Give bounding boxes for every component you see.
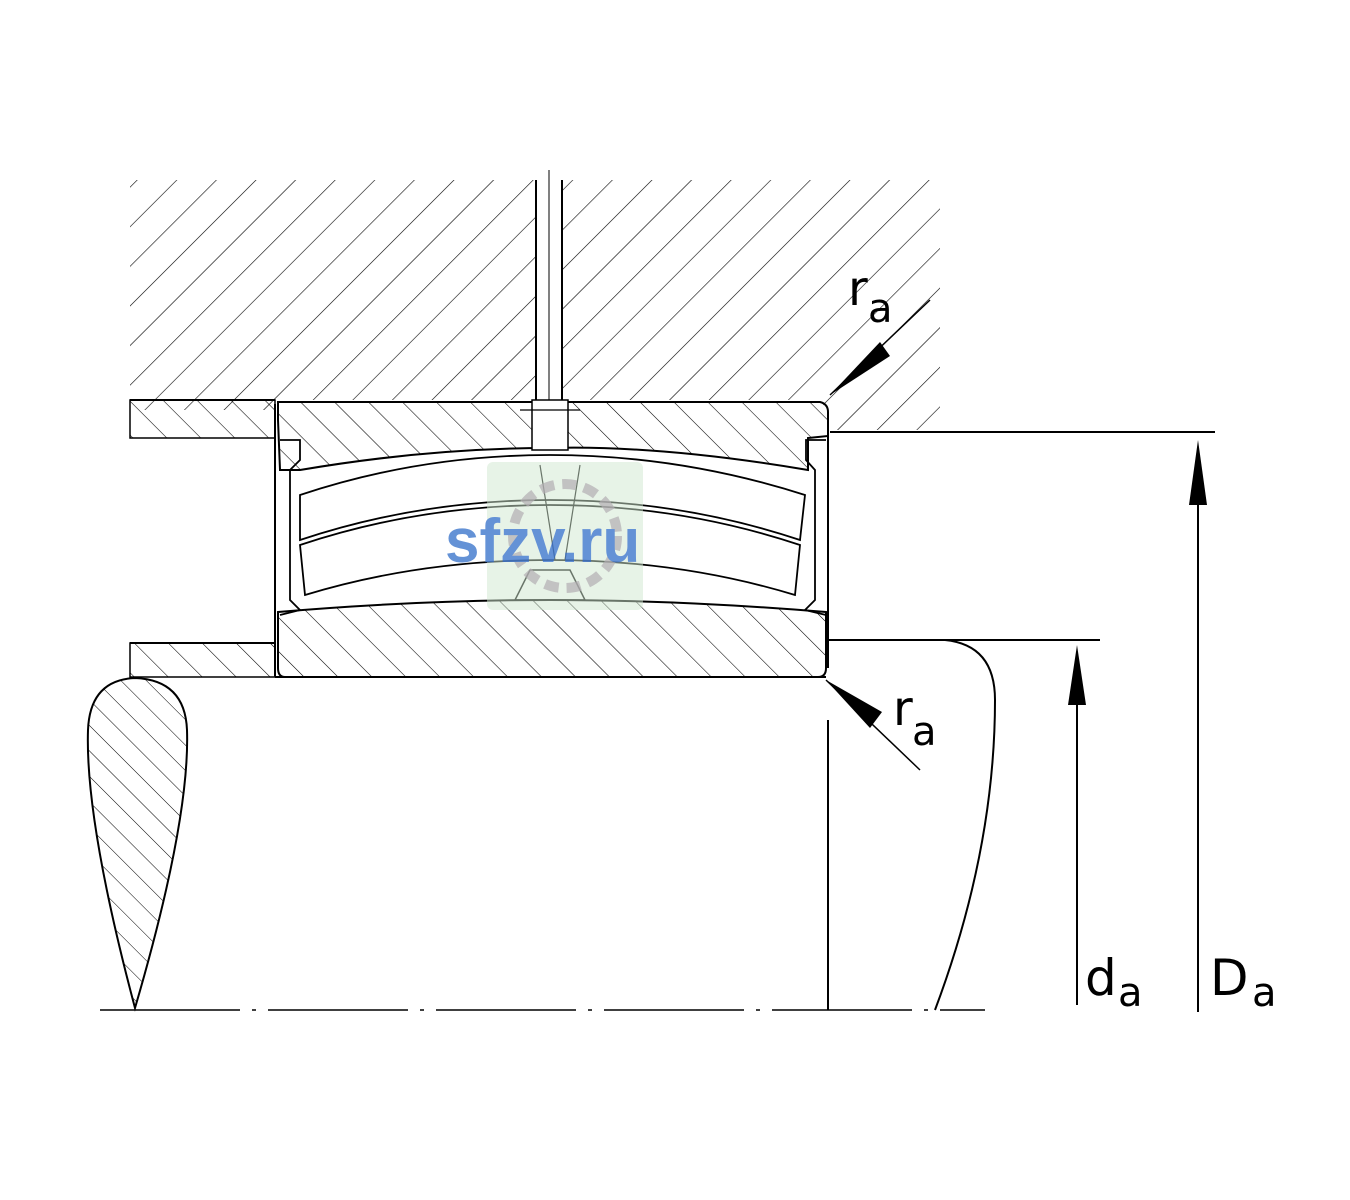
shaft-outline bbox=[275, 639, 1100, 1011]
svg-text:a: a bbox=[912, 709, 937, 755]
label-da: d a bbox=[1085, 949, 1143, 1016]
watermark: sfzv.ru bbox=[445, 462, 643, 610]
svg-text:a: a bbox=[1118, 970, 1143, 1016]
leader-ra-top bbox=[829, 299, 931, 396]
svg-text:D: D bbox=[1210, 949, 1249, 1007]
housing bbox=[130, 180, 1215, 433]
svg-text:r: r bbox=[893, 681, 913, 737]
shaft-section-teardrop bbox=[86, 676, 189, 1012]
shaft-abutment-strip bbox=[129, 642, 276, 678]
svg-text:r: r bbox=[848, 261, 868, 317]
leader-ra-bottom bbox=[825, 679, 921, 771]
housing-seat-strip bbox=[129, 399, 276, 439]
label-ra-bottom: r a bbox=[893, 681, 937, 755]
svg-text:d: d bbox=[1085, 949, 1117, 1007]
lubrication-bore bbox=[535, 170, 563, 400]
svg-text:a: a bbox=[868, 286, 893, 332]
dimension-Da bbox=[1189, 440, 1207, 1012]
watermark-bearing-icon bbox=[508, 479, 622, 593]
bearing-outer-ring bbox=[277, 399, 829, 472]
svg-text:a: a bbox=[1252, 970, 1277, 1016]
label-Da: D a bbox=[1210, 949, 1277, 1016]
label-ra-top: r a bbox=[848, 261, 893, 332]
svg-text:sfzv.ru: sfzv.ru bbox=[445, 507, 640, 576]
dimension-da bbox=[1068, 645, 1086, 1005]
